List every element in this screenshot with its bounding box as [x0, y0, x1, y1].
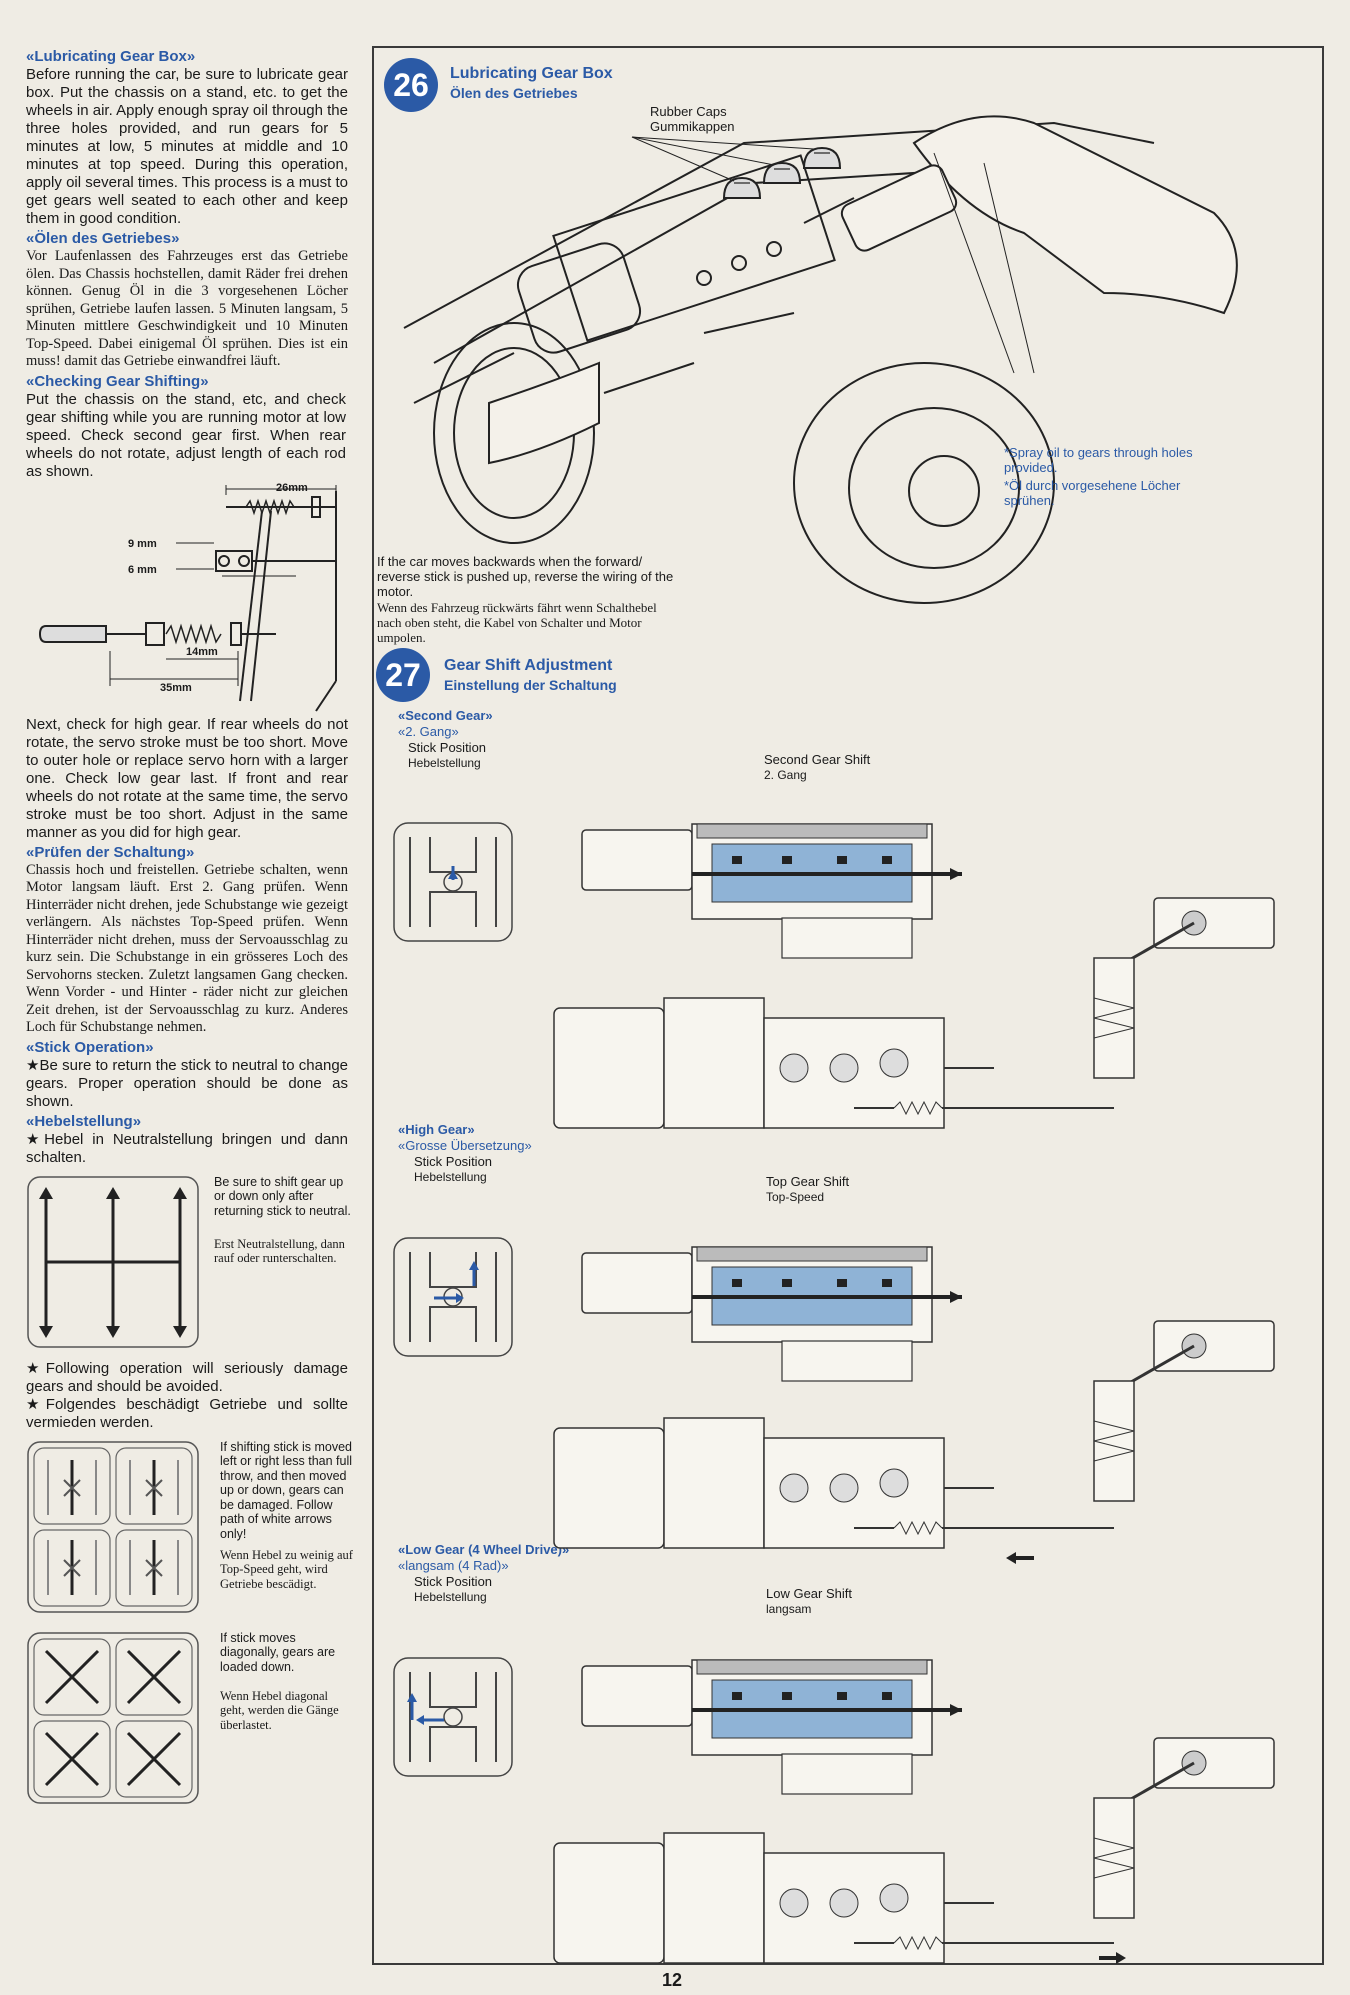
step-27-number: 27 — [376, 648, 430, 702]
check-en-text: Put the chassis on the stand, etc, and c… — [26, 390, 346, 480]
low-shift-en: Low Gear Shift — [766, 1586, 852, 1601]
box2-en: If shifting stick is moved left or right… — [220, 1439, 353, 1541]
step-26-title-de: Ölen des Getriebes — [450, 85, 578, 101]
rod-diagram-svg — [38, 484, 337, 712]
stick-partial-svg — [27, 1440, 199, 1613]
stick-de-text: ★Hebel in Neutralstellung bringen und da… — [26, 1130, 348, 1166]
low-gear-en: «Low Gear (4 Wheel Drive)» — [398, 1542, 570, 1557]
stick-correct-svg — [27, 1175, 199, 1348]
second-gear-en: «Second Gear» — [398, 708, 493, 723]
low-shift-de: langsam — [766, 1602, 812, 1616]
gear-shift-diagrams — [393, 822, 1276, 1964]
check-de-heading: «Prüfen der Schaltung» — [26, 843, 195, 861]
reverse-note-en: If the car moves backwards when the forw… — [377, 554, 674, 599]
lube-en-heading: «Lubricating Gear Box» — [26, 48, 196, 65]
spray-note-de: *Öl durch vorgesehene Löcher sprühen. — [1004, 478, 1181, 508]
high-stick-en: Stick Position — [414, 1154, 493, 1169]
step-26-number: 26 — [384, 58, 438, 112]
stick-en-text: ★Be sure to return the stick to neutral … — [26, 1056, 348, 1110]
check-en-heading: «Checking Gear Shifting» — [26, 372, 209, 390]
dim-14mm: 14mm — [186, 645, 218, 658]
high-gear-en: «High Gear» — [398, 1122, 475, 1137]
dim-35mm: 35mm — [160, 681, 192, 694]
left-column: «Lubricating Gear Box» Before running th… — [26, 46, 353, 1811]
dim-26mm: 26mm — [276, 481, 308, 494]
dim-6mm: 6 mm — [128, 563, 157, 576]
low-stick-de: Hebelstellung — [414, 1590, 487, 1604]
steps-frame: 26 Lubricating Gear Box Ölen des Getrieb… — [372, 46, 1324, 1965]
box1-de: Erst Neutralstellung, dann rauf oder run… — [214, 1236, 345, 1266]
lube-de-text: Vor Laufenlassen des Fahrzeuges erst das… — [26, 248, 348, 369]
high-gear-de: «Grosse Übersetzung» — [398, 1138, 532, 1153]
second-stick-en: Stick Position — [408, 740, 487, 755]
check-de-text: Chassis hoch und freistellen. Getriebe s… — [26, 861, 348, 1036]
stick-de-heading: «Hebelstellung» — [26, 1112, 142, 1130]
step-26-title-en: Lubricating Gear Box — [450, 65, 613, 82]
low-gear-de: «langsam (4 Rad)» — [398, 1558, 509, 1573]
chassis-illustration — [403, 115, 1238, 604]
lube-en-text: Before running the car, be sure to lubri… — [26, 66, 348, 227]
stick-box-diagonal: If stick moves diagonally, gears are loa… — [26, 1631, 348, 1811]
second-shift-en: Second Gear Shift — [764, 752, 871, 767]
dim-9mm: 9 mm — [128, 537, 157, 550]
box3-en: If stick moves diagonally, gears are loa… — [220, 1630, 336, 1674]
spray-note-en: *Spray oil to gears through holes provid… — [1004, 445, 1193, 475]
box1-en: Be sure to shift gear up or down only af… — [214, 1174, 351, 1218]
low-stick-en: Stick Position — [414, 1574, 493, 1589]
high-shift-en: Top Gear Shift — [766, 1174, 850, 1189]
high-shift-de: Top-Speed — [766, 1190, 825, 1204]
stick-en-heading: «Stick Operation» — [26, 1038, 154, 1056]
avoid-en-text: ★Following operation will seriously dama… — [26, 1359, 348, 1395]
stick-box-correct: Be sure to shift gear up or down only af… — [26, 1175, 351, 1360]
high-stick-de: Hebelstellung — [414, 1170, 487, 1184]
second-shift-de: 2. Gang — [764, 768, 807, 782]
second-gear-de: «2. Gang» — [398, 724, 459, 739]
box3-de: Wenn Hebel diagonal geht, werden die Gän… — [220, 1688, 339, 1732]
check2-en-text: Next, check for high gear. If rear wheel… — [26, 715, 348, 841]
rubber-caps-label-de: Gummikappen — [650, 119, 735, 134]
stick-box-partial: If shifting stick is moved left or right… — [26, 1440, 353, 1625]
rod-dimension-diagram: 26mm 9 mm 6 mm 14mm 35mm — [26, 481, 348, 716]
reverse-note-de: Wenn des Fahrzeug rückwärts fährt wenn S… — [377, 600, 657, 645]
second-stick-de: Hebelstellung — [408, 756, 481, 770]
page-number: 12 — [662, 1970, 683, 1990]
stick-diagonal-svg — [27, 1631, 199, 1804]
step-27-title-de: Einstellung der Schaltung — [444, 677, 617, 693]
avoid-de-text: ★Folgendes beschädigt Getriebe und sollt… — [26, 1395, 348, 1431]
box2-de: Wenn Hebel zu weinig auf Top-Speed geht,… — [220, 1547, 353, 1591]
step-27-title-en: Gear Shift Adjustment — [444, 657, 613, 674]
rubber-caps-label-en: Rubber Caps — [650, 104, 727, 119]
lube-de-heading: «Ölen des Getriebes» — [26, 230, 180, 247]
